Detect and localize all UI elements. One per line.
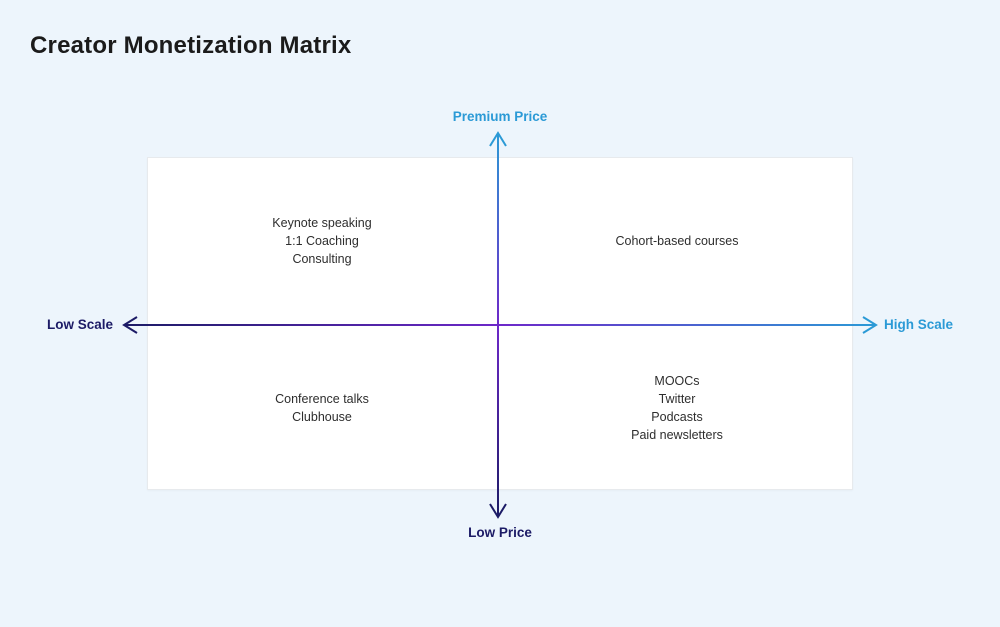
quadrant-item: Twitter [658,392,696,406]
quadrant-item: Consulting [292,252,352,266]
quadrant-item: Clubhouse [292,410,352,424]
quadrant-top-right: Cohort-based courses [527,232,827,250]
quadrant-item: Conference talks [275,392,369,406]
quadrant-item: Podcasts [651,410,703,424]
arrow-down-icon [489,503,507,519]
quadrant-item: Keynote speaking [272,216,372,230]
quadrant-top-left: Keynote speaking 1:1 Coaching Consulting [172,214,472,268]
quadrant-bottom-right: MOOCs Twitter Podcasts Paid newsletters [527,372,827,444]
arrow-left-icon [122,316,138,334]
quadrant-item: MOOCs [654,374,700,388]
arrow-up-icon [489,131,507,147]
matrix-panel [147,157,853,490]
arrow-right-icon [862,316,878,334]
page-title: Creator Monetization Matrix [30,32,352,59]
quadrant-item: Paid newsletters [631,428,723,442]
axis-label-low-price: Low Price [468,525,532,540]
quadrant-bottom-left: Conference talks Clubhouse [172,390,472,426]
axis-label-premium-price: Premium Price [452,109,548,124]
quadrant-item: 1:1 Coaching [285,234,359,248]
quadrant-item: Cohort-based courses [615,234,739,248]
axis-label-low-scale: Low Scale [46,317,113,332]
axis-label-high-scale: High Scale [884,317,954,332]
